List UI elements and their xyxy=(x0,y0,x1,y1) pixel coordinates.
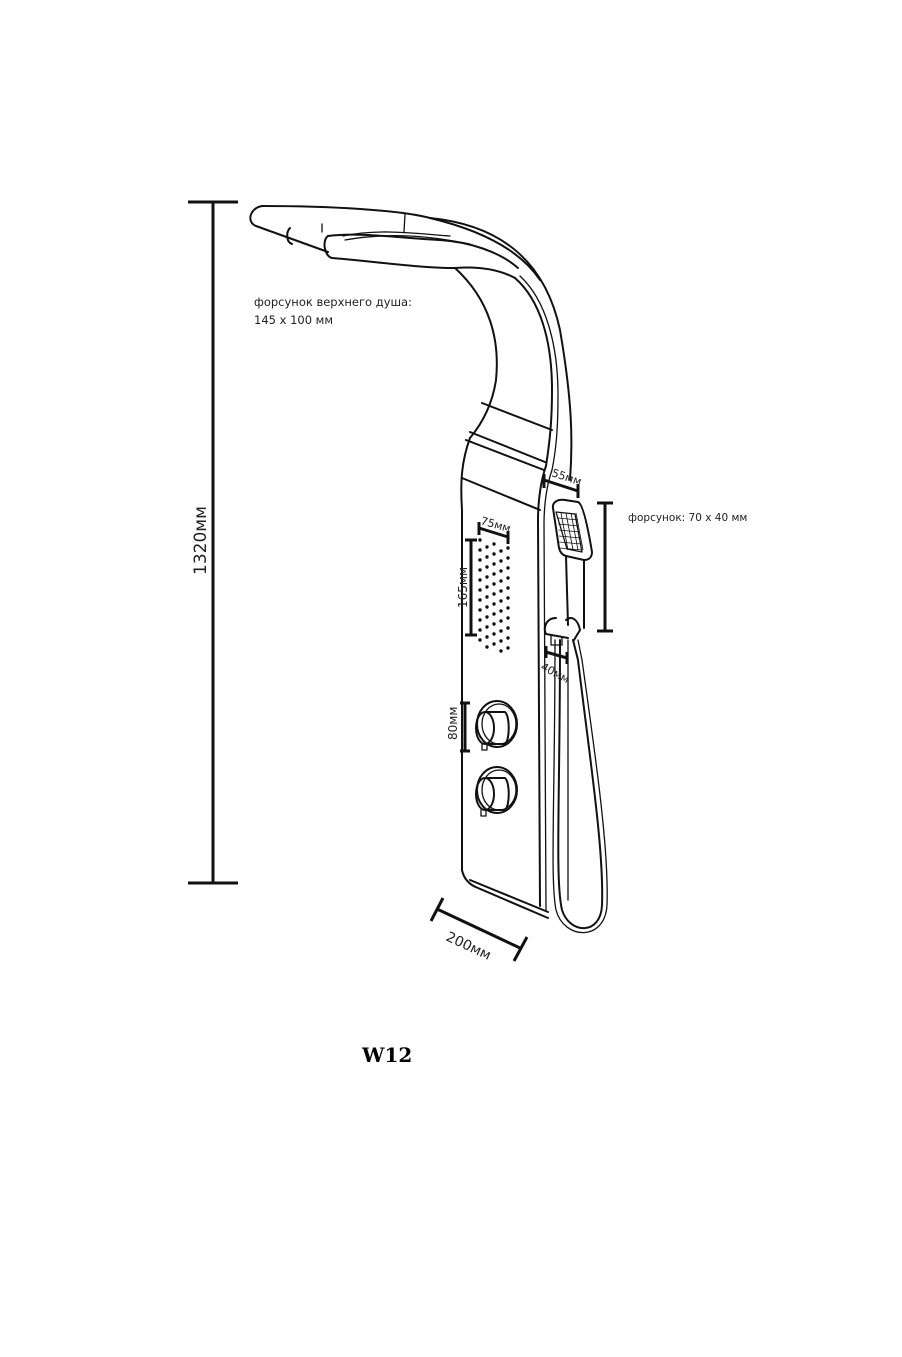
nozzle-dot xyxy=(478,638,482,642)
hand-shower-grid-line xyxy=(575,512,584,551)
nozzle-dot xyxy=(485,645,489,649)
nozzle-dot xyxy=(478,568,482,572)
knob-spacing-dimension xyxy=(460,701,470,753)
nozzle-dot xyxy=(478,598,482,602)
nozzle-dot xyxy=(506,556,510,560)
nozzle-dot xyxy=(499,559,503,563)
nozzle-dot xyxy=(478,538,482,542)
hand-shower-note: форсунок: 70 x 40 мм xyxy=(628,512,747,524)
nozzle-dot xyxy=(478,558,482,562)
hand-shower-grid-line xyxy=(558,535,581,539)
thermostat-knob-upper xyxy=(475,700,518,751)
nozzle-dot xyxy=(492,572,496,576)
nozzle-dot xyxy=(485,565,489,569)
nozzle-dot xyxy=(492,602,496,606)
nozzle-dot xyxy=(485,585,489,589)
hand-shower-grid-line xyxy=(559,547,583,551)
nozzle-dot xyxy=(506,636,510,640)
nozzle-dot xyxy=(492,542,496,546)
hand-shower-grid xyxy=(557,512,584,551)
nozzle-dot xyxy=(478,628,482,632)
nozzle-dot xyxy=(478,578,482,582)
nozzle-dot xyxy=(492,562,496,566)
hand-shower-grid-line xyxy=(560,512,569,551)
nozzle-dot xyxy=(492,592,496,596)
nozzle-dot xyxy=(506,616,510,620)
panel-width-label: 200мм xyxy=(443,929,493,964)
nozzle-dot xyxy=(506,576,510,580)
nozzle-dot xyxy=(478,588,482,592)
nozzle-dot xyxy=(506,626,510,630)
hand-shower-grid-line xyxy=(565,512,574,551)
nozzle-dot xyxy=(499,599,503,603)
nozzle-dot xyxy=(499,579,503,583)
nozzle-dot xyxy=(506,586,510,590)
knob-spacing-label: 80мм xyxy=(446,707,460,740)
nozzle-dot xyxy=(485,575,489,579)
nozzle-dot xyxy=(499,639,503,643)
total-height-dimension xyxy=(188,200,238,885)
nozzle-dot xyxy=(499,589,503,593)
nozzle-dot xyxy=(485,555,489,559)
hand-shower-grid-line xyxy=(557,517,579,521)
nozzle-dot xyxy=(485,615,489,619)
massage-nozzle-grid xyxy=(478,538,510,653)
nozzle-dot xyxy=(492,632,496,636)
massage-zone-dimensions xyxy=(465,522,510,637)
rain-shower-head xyxy=(249,205,541,281)
nozzle-dot xyxy=(485,605,489,609)
total-height-label: 1320мм xyxy=(191,506,211,575)
holder-offset-dimension xyxy=(544,646,569,664)
nozzle-dot xyxy=(485,635,489,639)
model-title: W12 xyxy=(361,1043,412,1067)
nozzle-dot xyxy=(499,609,503,613)
nozzle-dot xyxy=(478,618,482,622)
hand-shower-width-dimension xyxy=(542,474,580,498)
nozzle-dot xyxy=(499,629,503,633)
panel-body xyxy=(429,217,573,919)
nozzle-dot xyxy=(492,642,496,646)
nozzle-dot xyxy=(506,606,510,610)
nozzle-dot xyxy=(492,552,496,556)
nozzle-dot xyxy=(485,545,489,549)
hand-shower-grid-line xyxy=(559,541,582,545)
top-shower-note-line2: 145 x 100 мм xyxy=(254,313,333,327)
nozzle-dot xyxy=(499,549,503,553)
nozzle-dot xyxy=(485,625,489,629)
nozzle-dot xyxy=(492,622,496,626)
hand-shower-height-dimension xyxy=(597,501,613,633)
massage-height-label: 165мм xyxy=(456,567,470,608)
hand-shower xyxy=(543,498,608,934)
nozzle-dot xyxy=(506,566,510,570)
diverter-knob-lower xyxy=(475,766,518,817)
nozzle-dot xyxy=(478,608,482,612)
nozzle-dot xyxy=(506,596,510,600)
nozzle-dot xyxy=(492,612,496,616)
nozzle-dot xyxy=(506,546,510,550)
nozzle-dot xyxy=(499,569,503,573)
top-shower-note-line1: форсунок верхнего душа: xyxy=(254,295,412,309)
hand-shower-grid-line xyxy=(570,512,579,551)
nozzle-dot xyxy=(478,548,482,552)
panel-width-dimension xyxy=(429,897,529,962)
nozzle-dot xyxy=(499,649,503,653)
nozzle-dot xyxy=(506,646,510,650)
nozzle-dot xyxy=(499,619,503,623)
nozzle-dot xyxy=(492,582,496,586)
nozzle-dot xyxy=(485,595,489,599)
